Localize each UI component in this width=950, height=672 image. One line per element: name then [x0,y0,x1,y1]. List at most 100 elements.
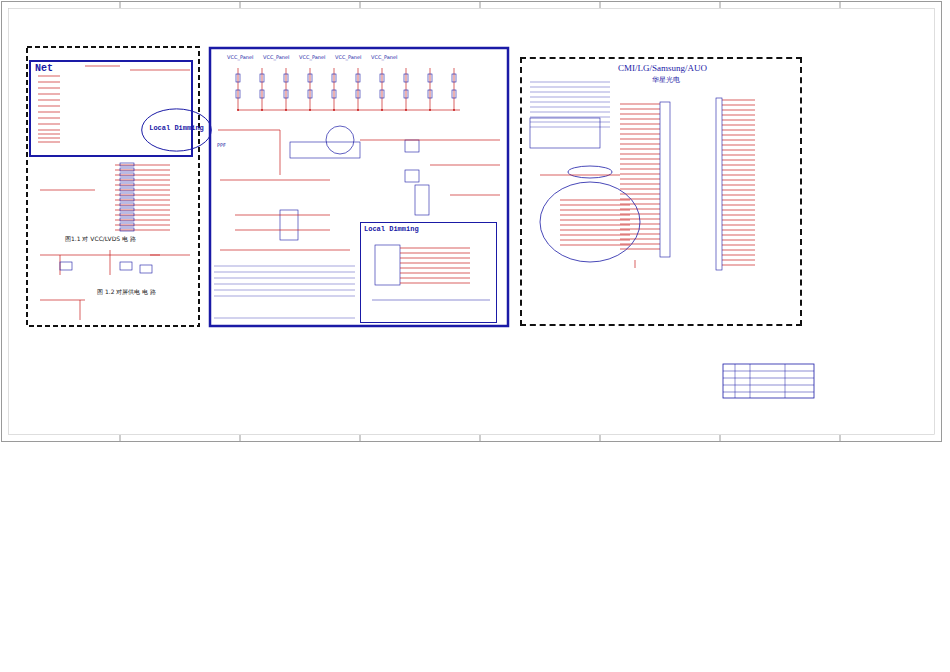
component-symbol [280,210,298,240]
sheet-inner-border [9,9,935,435]
wire [722,165,755,166]
component-symbol [120,183,134,186]
wire [115,230,170,231]
dashed-region [27,47,199,326]
region-title: Local Dimming [149,124,204,132]
wire [115,195,170,196]
wire [115,165,170,166]
component-symbol [404,74,408,82]
frame-tick [600,435,601,441]
wire [530,127,610,128]
wire [238,110,460,111]
wire [38,118,60,119]
wire [722,100,755,101]
region-title: Local Dimming [364,225,419,233]
wire [400,263,470,264]
wire [620,154,660,155]
region-box: NetLocal Dimming [29,60,193,157]
net-label: VCC_Panel [298,55,326,61]
wire [214,278,355,279]
wire [85,66,120,67]
component-symbol [120,193,134,196]
component-symbol [356,90,360,98]
wire [620,129,660,130]
component-symbol [120,223,134,226]
wire [560,205,630,206]
wire [150,255,190,256]
wire [530,87,610,88]
component-symbol [120,168,134,171]
wire [214,284,355,285]
wire [530,92,610,93]
region-title: CMI/LG/Samsung/AUO [618,63,707,73]
transistor-symbol [326,126,354,154]
wire [40,300,85,301]
component-symbol [260,90,264,98]
frame-tick [720,2,721,8]
wire [450,195,500,196]
callout-ellipse [568,166,612,178]
wire [722,115,755,116]
component-symbol [140,265,152,273]
wire [620,174,660,175]
wire [115,225,170,226]
wire [722,145,755,146]
wire [722,265,755,266]
wire [38,134,60,135]
wire [722,180,755,181]
wire [722,135,755,136]
wire [218,130,280,131]
wire [560,225,630,226]
region-box: CMI/LG/Samsung/AUO 华星光电 [520,57,802,326]
wire [620,134,660,135]
wire [360,140,500,141]
component-symbol [404,90,408,98]
net-label: VCC_Panel [262,55,290,61]
wire [722,240,755,241]
component-symbol [716,98,722,270]
component-symbol [120,198,134,201]
component-symbol [405,140,419,152]
wire [38,88,60,89]
wire [80,300,81,320]
wire [115,170,170,171]
region-title: 华星光电 [652,76,680,84]
component-symbol [290,142,360,158]
wire [635,260,636,268]
wire [722,150,755,151]
wire [530,97,610,98]
callout-ellipse [540,182,640,262]
wire [40,190,95,191]
wire [560,220,630,221]
wire [722,185,755,186]
wire [620,149,660,150]
wire [358,68,359,110]
figure-caption: 图 1.2 对屏供电 电 路 [96,289,157,296]
wire [115,210,170,211]
wire [214,318,355,319]
wire [38,124,60,125]
wire [400,283,470,284]
net-label: VCC_Panel [226,55,254,61]
wire [722,110,755,111]
wire [620,104,660,105]
component-symbol [428,74,432,82]
component-symbol [332,90,336,98]
title-block [723,364,814,398]
wire [238,68,239,110]
component-symbol [375,245,400,285]
solid-region [210,48,508,326]
wire [722,255,755,256]
net-label: PPF [216,143,227,149]
wire [530,82,610,83]
wire [115,180,170,181]
wire [280,130,281,175]
wire [334,68,335,110]
frame-tick [480,2,481,8]
frame-tick [360,2,361,8]
component-symbol [120,163,134,166]
wire [560,235,630,236]
component-symbol [415,185,429,215]
component-symbol [284,74,288,82]
